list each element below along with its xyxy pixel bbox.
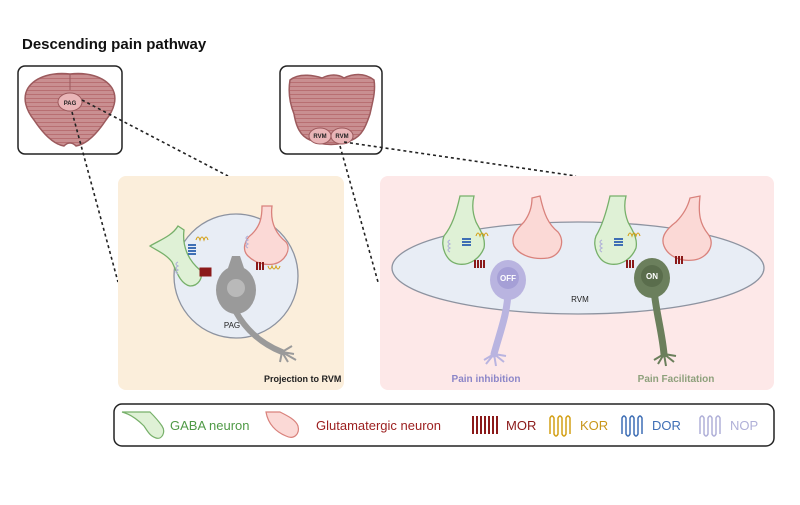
mor-legend-icon (472, 416, 498, 434)
gaba-neuron (148, 225, 202, 287)
kor-receptor (195, 236, 209, 242)
glutamatergic-neuron (662, 195, 712, 262)
rvm-panel: RVM (380, 176, 774, 390)
dor-legend-icon (621, 415, 643, 437)
legend: GABA neuron Glutamatergic neuron MOR KOR… (113, 403, 775, 447)
pain-facilitation-label: Pain Facilitation (638, 374, 715, 385)
projection-neuron (216, 256, 297, 363)
gaba-legend-label: GABA neuron (170, 418, 250, 433)
kor-receptor (475, 232, 489, 238)
mor-receptor (474, 260, 485, 268)
on-neuron (634, 258, 677, 367)
pain-inhibition-label: Pain inhibition (452, 374, 521, 385)
rvm-slice-box: RVM RVM (279, 65, 383, 155)
mor-receptor (256, 262, 264, 270)
kor-receptor (627, 232, 641, 238)
gaba-neuron (594, 195, 638, 265)
medulla-slice (288, 73, 376, 146)
gaba-legend-icon (121, 411, 165, 439)
mor-receptor (626, 256, 683, 268)
pag-panel: PAG (118, 176, 344, 390)
pag-region (57, 92, 83, 112)
zoom-lines (71, 99, 577, 283)
rvm-region-label: RVM (571, 295, 589, 304)
kor-receptor (267, 264, 281, 270)
off-neuron (483, 260, 526, 367)
mor-receptor (199, 267, 212, 277)
figure-title: Descending pain pathway (22, 36, 207, 53)
rvm-slice-label-left: RVM (313, 134, 326, 140)
kor-legend-icon (549, 415, 571, 437)
dor-receptor (614, 238, 623, 246)
nop-receptor (245, 235, 250, 249)
glutamatergic-legend-icon (265, 411, 299, 438)
dor-receptor (462, 238, 471, 246)
pag-slice-box: PAG (17, 65, 123, 155)
nop-receptor (175, 261, 180, 275)
nop-receptor (599, 239, 604, 253)
pag-slice-label: PAG (64, 101, 77, 107)
gaba-neuron (442, 195, 486, 265)
glutamatergic-legend-label: Glutamatergic neuron (316, 418, 441, 433)
dor-legend-label: DOR (652, 418, 681, 433)
kor-legend-label: KOR (580, 418, 608, 433)
off-label: OFF (500, 274, 516, 283)
rvm-slice-label-right: RVM (335, 134, 348, 140)
nop-legend-icon (699, 415, 721, 437)
mor-legend-label: MOR (506, 418, 536, 433)
rvm-region-right (330, 127, 354, 145)
pag-region-label: PAG (224, 321, 240, 330)
nop-legend-label: NOP (730, 418, 758, 433)
glutamatergic-neuron (512, 195, 563, 260)
on-label: ON (646, 272, 658, 281)
dor-receptor (188, 244, 196, 255)
projection-label: Projection to RVM (264, 374, 341, 384)
